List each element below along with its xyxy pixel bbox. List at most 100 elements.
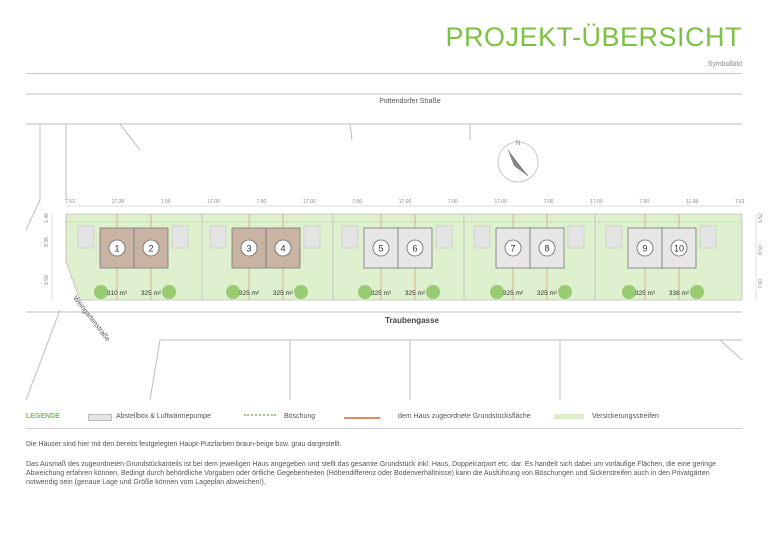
house-area: 338 m² bbox=[669, 290, 690, 297]
house-number-badge bbox=[274, 239, 292, 257]
house-number: 5 bbox=[378, 244, 383, 254]
storage-box bbox=[473, 225, 491, 249]
legend: LEGENDE Abstellbox & Luftwärmepumpe Bösc… bbox=[26, 413, 742, 425]
dimension-label: 17.00 bbox=[590, 199, 603, 205]
dimension-lines bbox=[51, 205, 757, 300]
house-number: 10 bbox=[674, 244, 684, 254]
legend-swatch-infiltration bbox=[554, 414, 584, 419]
dimension-label: 7.00 bbox=[257, 199, 267, 205]
house-number-badge bbox=[504, 239, 522, 257]
house-body bbox=[231, 227, 267, 269]
house-number: 2 bbox=[148, 244, 153, 254]
house-area: 310 m² bbox=[107, 290, 128, 297]
house-number-badge bbox=[538, 239, 556, 257]
tree-icon bbox=[358, 285, 372, 299]
street-label-left: Weingartenstraße bbox=[71, 295, 111, 343]
house-area: 325 m² bbox=[273, 290, 294, 297]
house-number: 6 bbox=[412, 244, 417, 254]
compass-icon: N bbox=[497, 140, 539, 183]
dimension-label: 11.08 bbox=[686, 199, 698, 205]
street-label-top: Pottendorfer Straße bbox=[379, 98, 441, 105]
tree-icon bbox=[490, 285, 504, 299]
dimension-label: 17.00 bbox=[207, 199, 220, 205]
note-area: Das Ausmaß des zugeordneten Grundstückan… bbox=[26, 461, 716, 486]
dimension-label: 1.52 bbox=[758, 213, 764, 223]
house-2[interactable]: 2 325 m² bbox=[133, 214, 189, 300]
house-10[interactable]: 10 338 m² bbox=[661, 214, 717, 300]
dimension-label: 7.52 bbox=[65, 199, 75, 205]
house-6[interactable]: 6 325 m² bbox=[397, 214, 453, 300]
house-number: 8 bbox=[544, 244, 549, 254]
storage-box bbox=[171, 225, 189, 249]
dimension-label: 7.00 bbox=[448, 199, 458, 205]
legend-swatch-parcel bbox=[344, 417, 380, 419]
house-area: 325 m² bbox=[503, 290, 524, 297]
street-label-bottom: Traubengasse bbox=[385, 316, 439, 325]
tree-icon bbox=[226, 285, 240, 299]
house-number: 7 bbox=[510, 244, 515, 254]
storage-box bbox=[435, 225, 453, 249]
note-colors: Die Häuser sind hier mit den bereits fes… bbox=[26, 441, 342, 448]
storage-box bbox=[699, 225, 717, 249]
dimension-label: 1.48 bbox=[44, 213, 50, 223]
tree-icon bbox=[622, 285, 636, 299]
house-5[interactable]: 5 325 m² bbox=[341, 214, 399, 300]
page-title: PROJEKT-ÜBERSICHT bbox=[445, 22, 742, 52]
tree-icon bbox=[426, 285, 440, 299]
tree-icon bbox=[294, 285, 308, 299]
house-area: 325 m² bbox=[537, 290, 558, 297]
house-body bbox=[627, 227, 663, 269]
street-lines bbox=[25, 93, 743, 401]
tree-icon bbox=[690, 285, 704, 299]
house-number-badge bbox=[240, 239, 258, 257]
legend-item-parcel: dem Haus zugeordnete Grundstücksfläche bbox=[398, 413, 531, 420]
tree-icon bbox=[162, 285, 176, 299]
storage-box bbox=[77, 225, 95, 249]
house-number: 4 bbox=[280, 244, 285, 254]
dimension-label: 7.00 bbox=[544, 199, 554, 205]
house-area: 325 m² bbox=[405, 290, 426, 297]
tree-icon bbox=[94, 285, 108, 299]
dimension-label: 7.00 bbox=[352, 199, 362, 205]
house-number-badge bbox=[372, 239, 390, 257]
house-area: 325 m² bbox=[239, 290, 260, 297]
storage-box bbox=[605, 225, 623, 249]
dimension-label: 7.90 bbox=[758, 279, 764, 289]
house-number: 9 bbox=[642, 244, 647, 254]
dimension-label: 17.00 bbox=[399, 199, 412, 205]
house-area: 325 m² bbox=[371, 290, 392, 297]
house-number-badge bbox=[670, 239, 688, 257]
header-divider bbox=[26, 73, 742, 74]
dimension-label: 9.50 bbox=[44, 275, 50, 285]
storage-box bbox=[209, 225, 227, 249]
legend-divider bbox=[26, 428, 742, 429]
dimension-label: 17.00 bbox=[303, 199, 316, 205]
house-body bbox=[133, 227, 169, 269]
dimension-label: 9.35 bbox=[44, 237, 50, 247]
storage-box bbox=[341, 225, 359, 249]
legend-item-storage: Abstellbox & Luftwärmepumpe bbox=[116, 413, 211, 420]
house-number-badge bbox=[406, 239, 424, 257]
page-subtitle: Symbolbild bbox=[707, 61, 742, 68]
house-8[interactable]: 8 325 m² bbox=[529, 214, 585, 300]
house-7[interactable]: 7 325 m² bbox=[473, 214, 531, 300]
legend-item-slope: Böschung bbox=[284, 413, 316, 420]
house-number-badge bbox=[636, 239, 654, 257]
legend-item-infiltration: Versickerungsstreifen bbox=[592, 413, 659, 420]
house-area: 325 m² bbox=[635, 290, 656, 297]
svg-text:N: N bbox=[515, 140, 520, 147]
house-4[interactable]: 4 325 m² bbox=[265, 214, 321, 300]
house-number-badge bbox=[142, 239, 160, 257]
tree-icon bbox=[558, 285, 572, 299]
storage-box bbox=[303, 225, 321, 249]
house-number-badge bbox=[108, 239, 126, 257]
legend-swatch-slope bbox=[244, 414, 276, 418]
legend-swatch-storage bbox=[88, 414, 112, 421]
house-9[interactable]: 9 325 m² bbox=[605, 214, 663, 300]
dimension-label: 7.61 bbox=[735, 199, 745, 205]
house-area: 325 m² bbox=[141, 290, 162, 297]
dimension-label: 17.00 bbox=[494, 199, 507, 205]
